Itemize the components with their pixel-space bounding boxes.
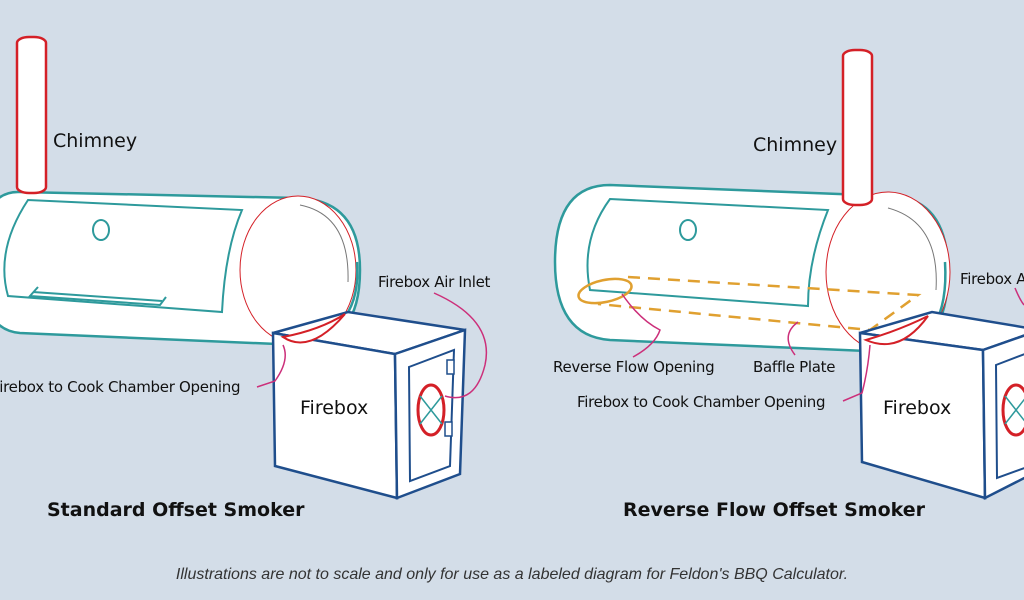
label-firebox-opening-right: Firebox to Cook Chamber Opening	[577, 393, 826, 411]
label-chimney-right: Chimney	[753, 134, 838, 156]
cook-chamber-door	[586, 197, 830, 308]
chimney	[841, 48, 874, 207]
leader-firebox-opening	[256, 344, 286, 388]
firebox-box	[858, 310, 1024, 501]
chimney	[15, 35, 48, 195]
title-reverse-flow-smoker: Reverse Flow Offset Smoker	[623, 499, 926, 521]
label-firebox-right: Firebox	[883, 397, 952, 419]
reverse-flow-opening	[577, 277, 633, 305]
leader-air-inlet	[433, 292, 488, 399]
label-firebox-opening-left: Firebox to Cook Chamber Opening	[0, 378, 241, 396]
label-air-inlet-left: Firebox Air Inlet	[378, 273, 491, 291]
disclaimer-caption: Illustrations are not to scale and only …	[175, 566, 849, 583]
leader-reverse-flow	[621, 293, 661, 358]
label-chimney-left: Chimney	[53, 130, 138, 152]
baffle-plate	[597, 275, 922, 332]
door-handle	[27, 286, 167, 307]
cook-chamber-door	[3, 198, 244, 314]
firebox-opening	[863, 315, 929, 346]
vent-hole	[679, 219, 697, 241]
standard-smoker-illustration	[0, 35, 488, 500]
leader-air-inlet	[1014, 287, 1024, 306]
label-air-inlet-right: Firebox Air Inlet	[960, 270, 1024, 288]
air-inlet-vent	[1001, 383, 1024, 437]
title-standard-smoker: Standard Offset Smoker	[47, 499, 305, 521]
label-reverse-flow-opening: Reverse Flow Opening	[553, 358, 715, 376]
label-firebox-left: Firebox	[300, 397, 369, 419]
leader-firebox-opening	[842, 344, 871, 402]
firebox-box	[271, 310, 467, 500]
firebox-opening	[280, 313, 346, 344]
vent-hole	[92, 219, 110, 241]
leader-baffle-plate	[787, 321, 799, 356]
reverse-flow-smoker-illustration	[553, 48, 1024, 501]
label-baffle-plate: Baffle Plate	[753, 358, 836, 376]
